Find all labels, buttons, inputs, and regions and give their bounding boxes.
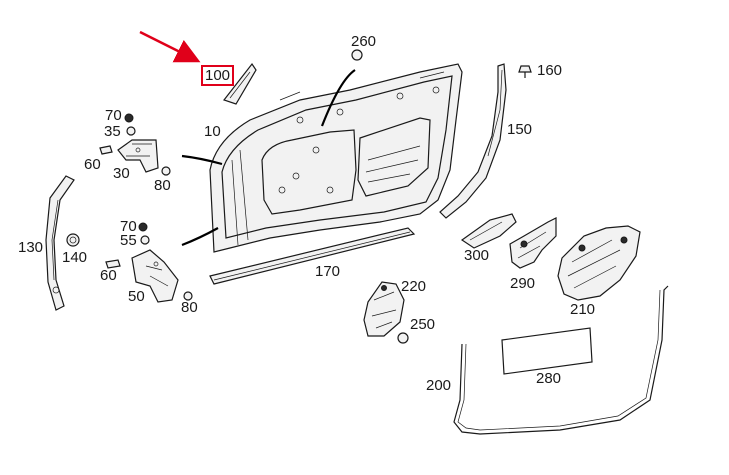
part-35-bolt-upper[interactable] (126, 126, 136, 136)
callout-60-lower[interactable]: 60 (100, 267, 117, 284)
part-100-triangle-trim[interactable] (223, 62, 257, 105)
part-50-lower-hinge[interactable] (131, 249, 179, 303)
callout-140[interactable]: 140 (62, 249, 88, 266)
part-140-grommet[interactable] (66, 233, 80, 247)
callout-10[interactable]: 10 (204, 123, 221, 140)
part-220-regulator[interactable] (363, 281, 405, 337)
part-260-plug[interactable] (351, 49, 363, 61)
callout-100[interactable]: 100 (201, 65, 235, 86)
red-arrow-icon (139, 30, 201, 63)
callout-220[interactable]: 220 (401, 278, 427, 295)
callout-80-upper[interactable]: 80 (154, 177, 171, 194)
part-130-pillar-seal[interactable] (45, 175, 75, 311)
callout-290[interactable]: 290 (510, 275, 536, 292)
part-60-pin-lower[interactable] (105, 259, 121, 269)
callout-55[interactable]: 55 (120, 232, 137, 249)
part-210-regulator-module[interactable] (557, 225, 641, 301)
callout-200[interactable]: 200 (426, 377, 452, 394)
part-280-membrane[interactable] (501, 327, 593, 375)
part-160-clip[interactable] (518, 65, 532, 78)
callout-130[interactable]: 130 (18, 239, 44, 256)
part-80-nut-lower[interactable] (183, 291, 193, 301)
callout-160[interactable]: 160 (537, 62, 563, 79)
part-30-upper-hinge[interactable] (117, 139, 159, 173)
callout-300[interactable]: 300 (464, 247, 490, 264)
part-200-door-seal[interactable] (453, 285, 669, 435)
part-300-handle-bracket[interactable] (460, 213, 517, 249)
callout-35[interactable]: 35 (104, 123, 121, 140)
part-55-bolt-lower[interactable] (140, 235, 150, 245)
callout-50[interactable]: 50 (128, 288, 145, 305)
callout-70-upper[interactable]: 70 (105, 107, 122, 124)
callout-70-lower[interactable]: 70 (120, 218, 137, 235)
callout-30[interactable]: 30 (113, 165, 130, 182)
callout-170[interactable]: 170 (315, 263, 341, 280)
part-250-grommet[interactable] (397, 332, 409, 344)
callout-60-upper[interactable]: 60 (84, 156, 101, 173)
callout-260[interactable]: 260 (351, 33, 377, 50)
callout-150[interactable]: 150 (507, 121, 533, 138)
callout-80-lower[interactable]: 80 (181, 299, 198, 316)
part-150-weatherstrip[interactable] (439, 63, 507, 219)
part-80-nut-upper[interactable] (161, 166, 171, 176)
part-70-bolt-lower[interactable] (138, 222, 148, 232)
callout-280[interactable]: 280 (536, 370, 562, 387)
callout-250[interactable]: 250 (410, 316, 436, 333)
part-290-lock[interactable] (509, 217, 557, 269)
part-170-sill-trim[interactable] (209, 227, 416, 285)
part-10-door-shell[interactable] (209, 63, 463, 253)
callout-210[interactable]: 210 (570, 301, 596, 318)
part-70-bolt-upper[interactable] (124, 113, 134, 123)
part-60-pin-upper[interactable] (99, 145, 113, 155)
